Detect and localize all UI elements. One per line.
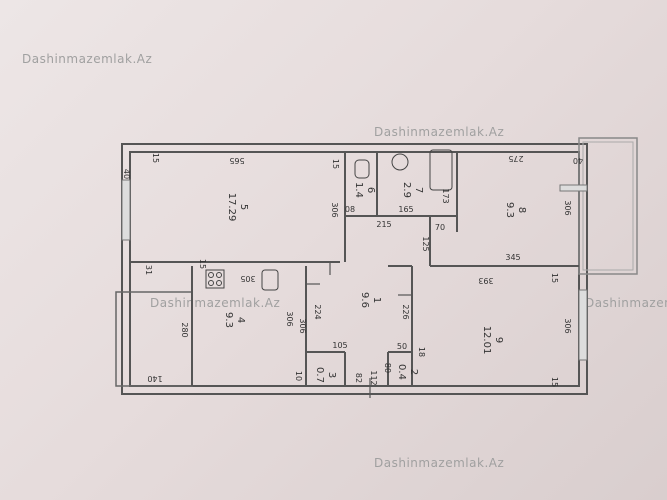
watermark-right-middle: Dashinmazemlak.Az bbox=[585, 296, 667, 310]
stove-icon bbox=[205, 269, 225, 289]
dimension-label: 224 bbox=[313, 304, 322, 319]
dimension-label: 306 bbox=[298, 318, 307, 333]
windows bbox=[121, 179, 588, 361]
interior-walls bbox=[130, 152, 579, 386]
dimension-label: 15 bbox=[550, 377, 559, 387]
dimension-label: 125 bbox=[421, 236, 430, 251]
balcony-right bbox=[578, 137, 638, 275]
dimension-label: 173 bbox=[441, 188, 450, 203]
window-room-9 bbox=[578, 289, 588, 361]
window-room-8 bbox=[559, 184, 588, 192]
dimension-label: 306 bbox=[563, 200, 572, 215]
dimension-label: 565 bbox=[229, 156, 244, 165]
room-number: 3 bbox=[326, 372, 337, 378]
dimension-label: 40 bbox=[122, 169, 131, 179]
dimension-label: 393 bbox=[478, 276, 493, 285]
room-area: 1.4 bbox=[353, 182, 364, 198]
dimension-label: 226 bbox=[401, 304, 410, 319]
room-label-2: 20.4 bbox=[396, 364, 419, 380]
room-area: 9.3 bbox=[223, 312, 234, 328]
dimension-label: 15 bbox=[198, 259, 207, 269]
fixtures bbox=[205, 149, 453, 291]
room-number: 8 bbox=[516, 207, 527, 213]
room-label-8: 89.3 bbox=[504, 202, 527, 218]
room-area: 0.7 bbox=[314, 367, 325, 383]
room-label-1: 19.6 bbox=[359, 292, 382, 308]
dimension-label: 305 bbox=[240, 274, 255, 283]
outer-wall-outline bbox=[121, 143, 588, 395]
dimension-label: 306 bbox=[285, 311, 294, 326]
dimension-label: 10 bbox=[294, 371, 303, 381]
room-label-7: 72.9 bbox=[401, 182, 424, 198]
dimension-label: 50 bbox=[397, 342, 407, 351]
dimension-label: 70 bbox=[435, 223, 445, 232]
dimension-label: 306 bbox=[330, 202, 339, 217]
room-label-9: 912.01 bbox=[481, 326, 504, 355]
room-area: 0.4 bbox=[396, 364, 407, 380]
room-label-4: 49.3 bbox=[223, 312, 246, 328]
dimension-label: 112 bbox=[369, 370, 378, 385]
dimension-label: 15 bbox=[550, 273, 559, 283]
balcony-left bbox=[115, 291, 193, 387]
room-number: 5 bbox=[238, 204, 249, 210]
room-label-6: 61.4 bbox=[353, 182, 376, 198]
dimension-label: 82 bbox=[354, 373, 363, 383]
window-room-5 bbox=[121, 179, 131, 241]
watermark-top-left: Dashinmazemlak.Az bbox=[22, 52, 153, 66]
dimension-label: 215 bbox=[376, 220, 391, 229]
watermark-bottom: Dashinmazemlak.Az bbox=[374, 456, 505, 470]
dimension-label: 165 bbox=[398, 205, 413, 214]
watermark-top-center: Dashinmazemlak.Az bbox=[374, 125, 505, 139]
room-number: 1 bbox=[371, 297, 382, 303]
room-number: 7 bbox=[413, 187, 424, 193]
dimension-label: 275 bbox=[508, 154, 523, 163]
sink-icon bbox=[391, 153, 409, 171]
dimension-label: 40 bbox=[573, 156, 583, 165]
dimension-label: 306 bbox=[563, 318, 572, 333]
dimension-label: 31 bbox=[144, 265, 153, 275]
dimension-label: 15 bbox=[151, 153, 160, 163]
toilet-icon bbox=[354, 159, 370, 179]
dimension-label: 18 bbox=[417, 347, 426, 357]
dimension-label: 140 bbox=[147, 374, 162, 383]
room-number: 6 bbox=[365, 187, 376, 193]
bathtub-icon bbox=[429, 149, 453, 191]
room-area: 9.6 bbox=[359, 292, 370, 308]
room-area: 9.3 bbox=[504, 202, 515, 218]
room-area: 17.29 bbox=[226, 193, 237, 222]
dimension-label: 280 bbox=[180, 322, 189, 337]
dimension-label: 15 bbox=[331, 159, 340, 169]
room-area: 12.01 bbox=[481, 326, 492, 355]
dimension-label: 80 bbox=[383, 363, 392, 373]
dimension-label: 105 bbox=[332, 341, 347, 350]
dimension-label: 08 bbox=[345, 205, 355, 214]
room-number: 9 bbox=[493, 337, 504, 343]
doors bbox=[306, 215, 420, 398]
room-number: 4 bbox=[235, 317, 246, 323]
watermark-left-middle: Dashinmazemlak.Az bbox=[150, 296, 281, 310]
room-label-5: 517.29 bbox=[226, 193, 249, 222]
room-label-3: 30.7 bbox=[314, 367, 337, 383]
room-number: 2 bbox=[408, 369, 419, 375]
dimension-label: 345 bbox=[505, 253, 520, 262]
kitchen-sink-icon bbox=[261, 269, 279, 291]
room-area: 2.9 bbox=[401, 182, 412, 198]
